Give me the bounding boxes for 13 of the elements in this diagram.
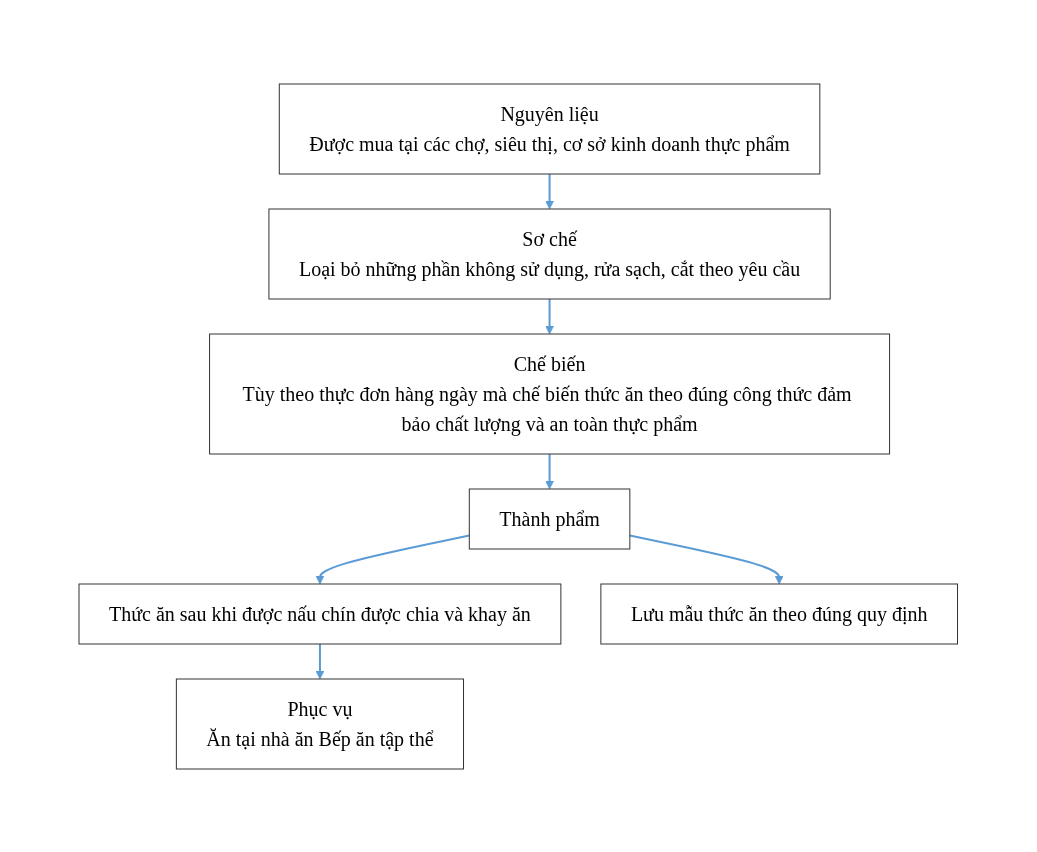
- node-box: Thức ăn sau khi được nấu chín được chia và khay ăn: [78, 583, 562, 644]
- arrow: [545, 452, 555, 489]
- arrow: [315, 534, 471, 584]
- arrow: [629, 534, 784, 584]
- node-box: Thành phẩm: [469, 488, 631, 549]
- arrow: [545, 297, 555, 334]
- arrow: [315, 642, 325, 679]
- node-box: Lưu mẫu thức ăn theo đúng quy định: [600, 583, 959, 644]
- node-box: Chế biến Tùy theo thực đơn hàng ngày mà chế biến thức ăn theo đúng công thức đảm bảo chất lượng và an toàn thực phẩm: [209, 333, 891, 454]
- node-box: Nguyên liệu Được mua tại các chợ, siêu thị, cơ sở kinh doanh thực phẩm: [279, 83, 821, 174]
- node-box: Sơ chế Loại bỏ những phần không sử dụng, rửa sạch, cắt theo yêu cầu: [268, 208, 831, 299]
- arrow: [545, 172, 555, 209]
- node-box: Phục vụ Ăn tại nhà ăn Bếp ăn tập thể: [176, 678, 465, 769]
